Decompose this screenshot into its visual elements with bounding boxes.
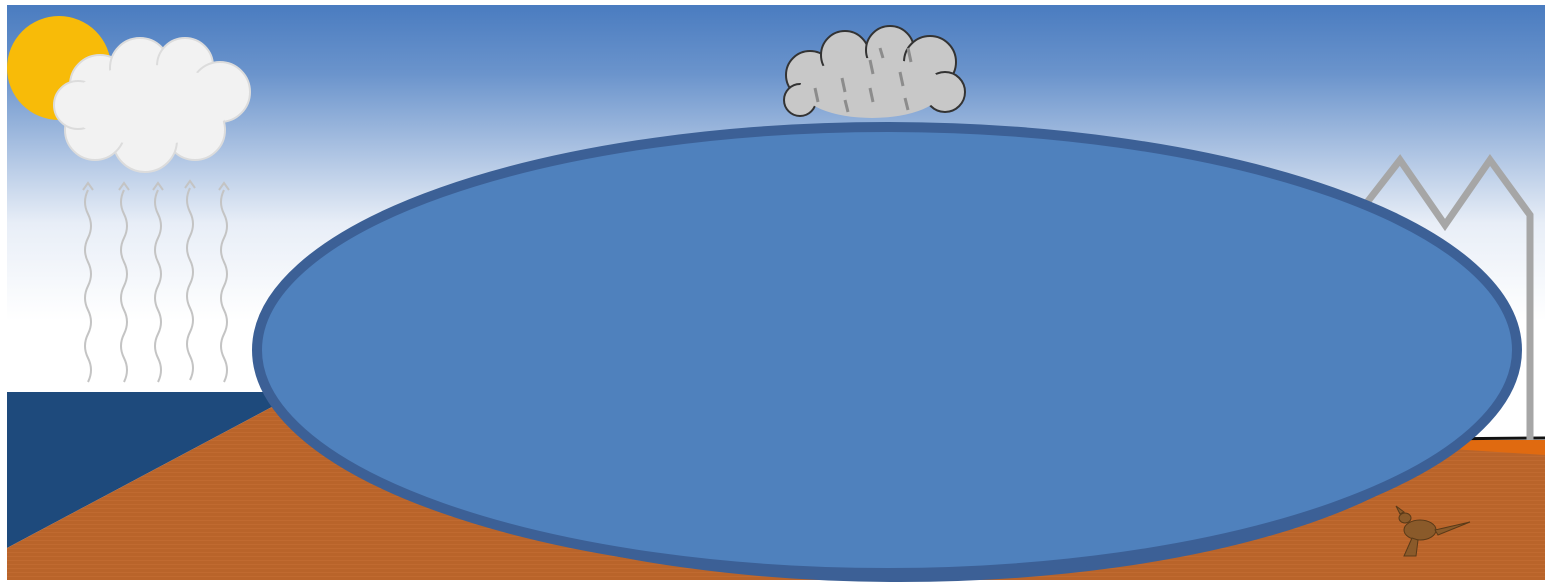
blank-oval-callout[interactable] <box>257 127 1517 573</box>
